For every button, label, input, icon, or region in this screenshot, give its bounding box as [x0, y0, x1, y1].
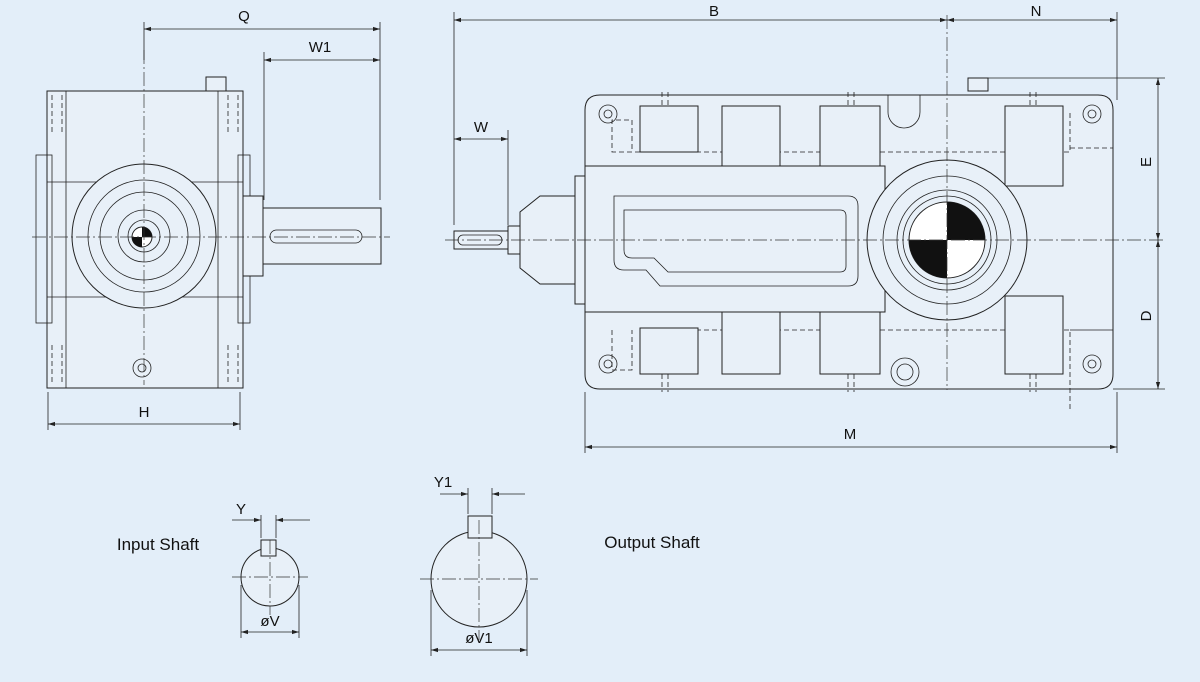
- front-view-dimensions: B N W E D M: [453, 3, 1165, 453]
- dim-W1-label: W1: [309, 39, 332, 56]
- dim-E-label: E: [1138, 157, 1155, 167]
- side-shaft: [262, 207, 382, 265]
- front-view: [445, 15, 1165, 410]
- mount-hole-icon: [598, 104, 618, 124]
- dim-N-label: N: [1031, 3, 1042, 20]
- dim-B-label: B: [709, 3, 719, 20]
- breather-plug: [967, 77, 989, 92]
- output-shaft-caption: Output Shaft: [604, 533, 700, 552]
- drain-plug-icon: [890, 357, 920, 387]
- input-key: [260, 539, 277, 557]
- input-shaft-caption: Input Shaft: [117, 535, 200, 554]
- side-view: [32, 50, 390, 389]
- mount-hole-icon: [598, 354, 618, 374]
- dim-Q-label: Q: [238, 8, 250, 25]
- mount-hole-icon: [1082, 354, 1102, 374]
- side-view-dimensions: Q W1 H: [47, 8, 381, 430]
- breather-plug: [205, 76, 227, 92]
- dim-V-label: øV: [260, 613, 279, 630]
- output-key: [467, 515, 493, 539]
- shaft-keyway: [269, 229, 363, 244]
- output-shaft-section: Y1 øV1 Output Shaft: [420, 474, 700, 656]
- dim-Y1-label: Y1: [434, 474, 452, 491]
- dim-Y-label: Y: [236, 501, 246, 518]
- dim-D-label: D: [1138, 310, 1155, 321]
- dim-M-label: M: [844, 426, 857, 443]
- mount-hole-icon: [1082, 104, 1102, 124]
- dim-H-label: H: [139, 404, 150, 421]
- input-shaft-section: Y øV Input Shaft: [117, 501, 310, 638]
- dim-W-label: W: [474, 119, 489, 136]
- drain-plug-icon: [132, 358, 152, 378]
- dim-V1-label: øV1: [465, 630, 493, 647]
